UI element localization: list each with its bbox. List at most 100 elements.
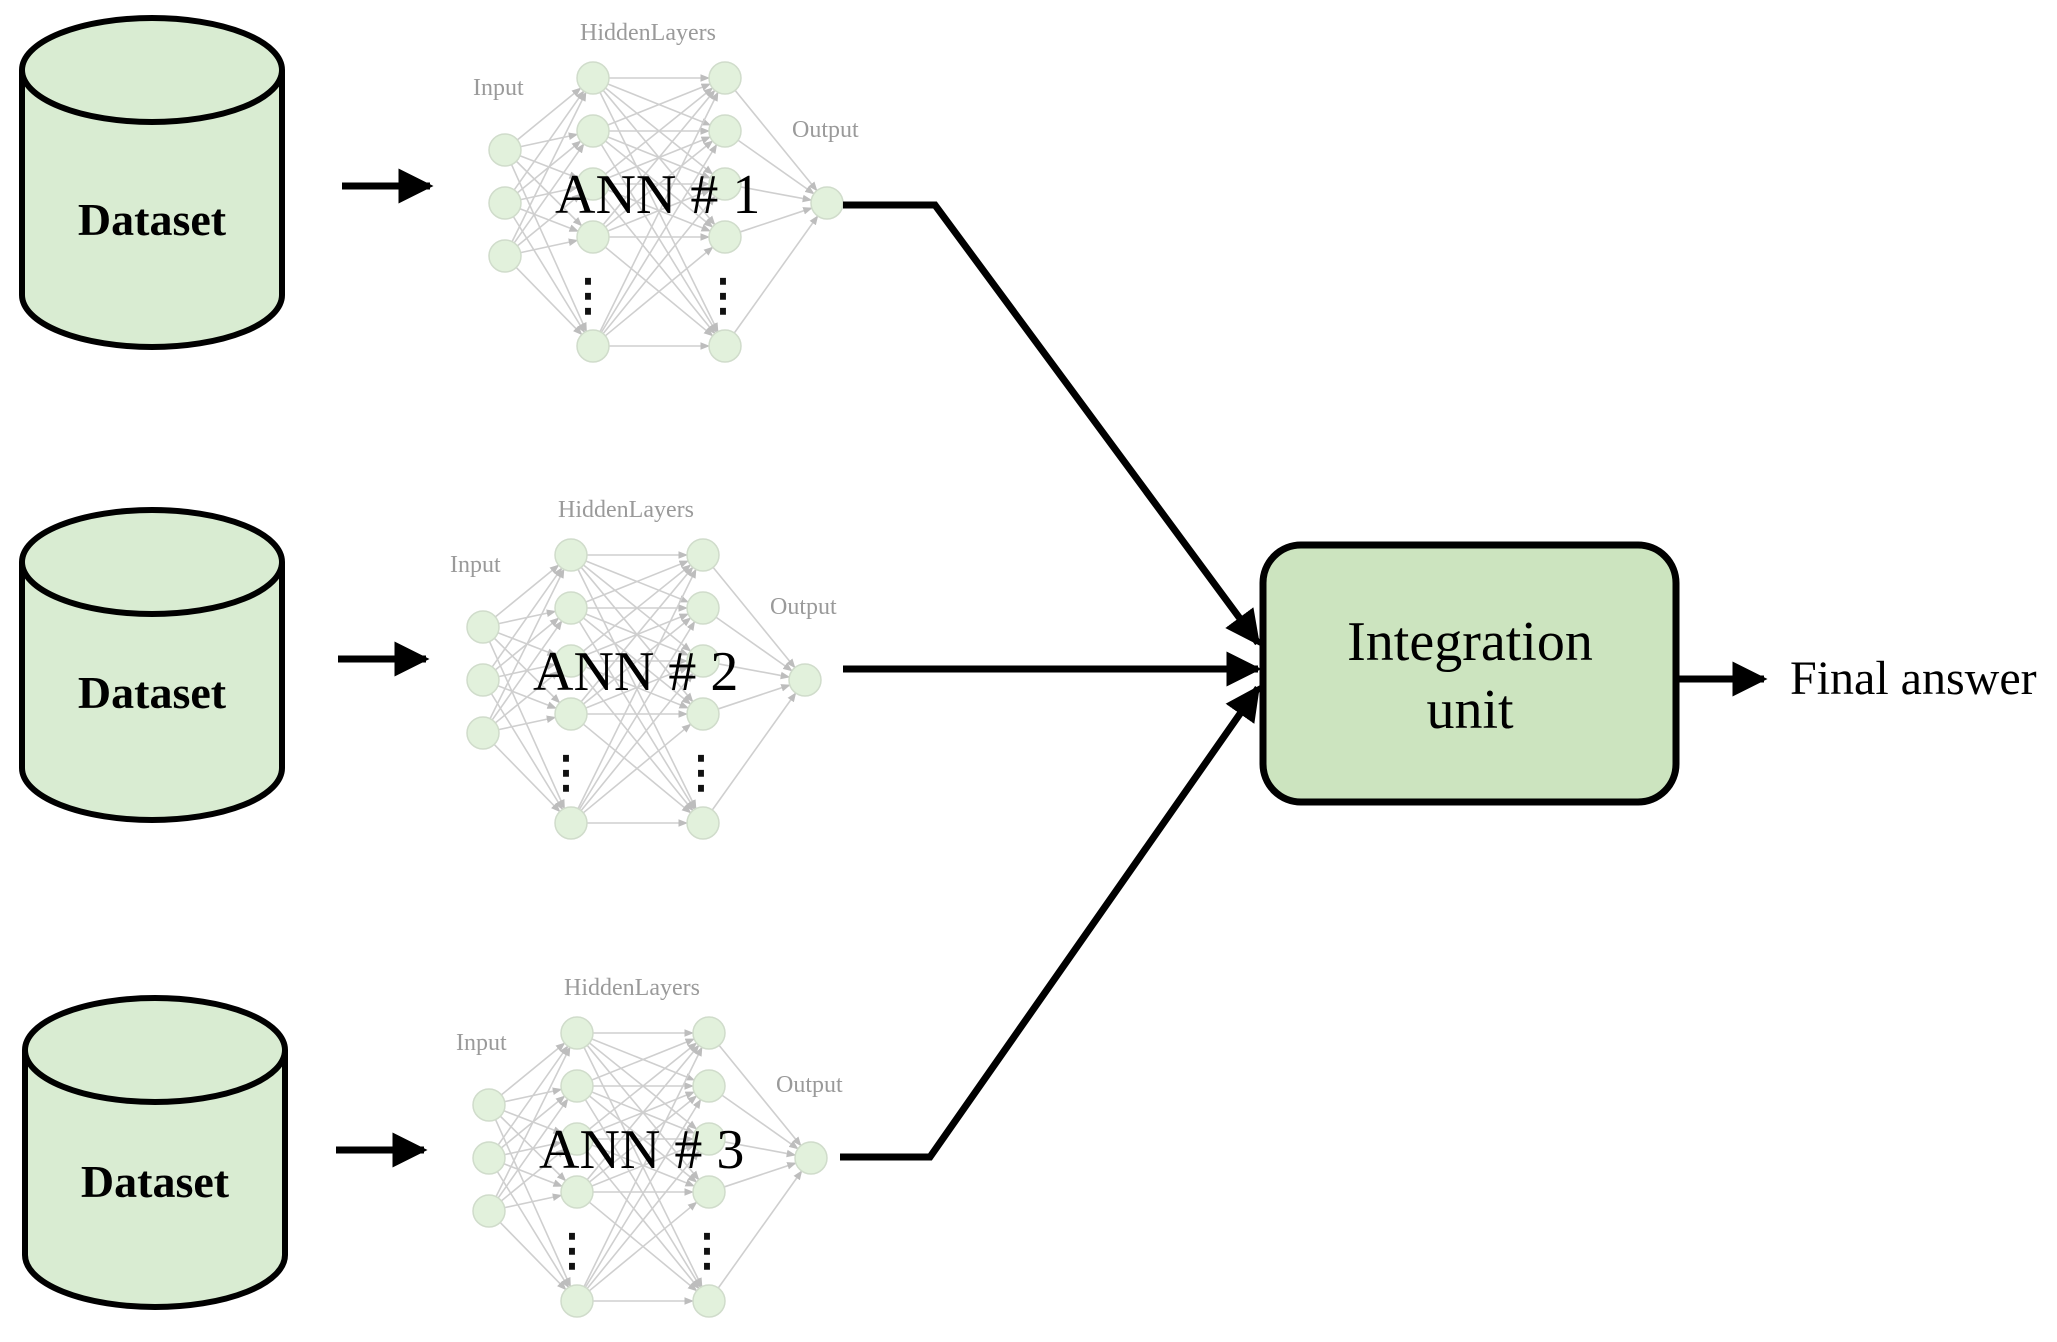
ann2-connection bbox=[715, 616, 793, 672]
ann3-connection bbox=[497, 1045, 569, 1146]
ann2-connection bbox=[494, 564, 560, 618]
ann3-connection bbox=[588, 1201, 698, 1292]
ann2-connection bbox=[493, 743, 561, 813]
ann1-connection bbox=[510, 164, 588, 333]
ann3-connection bbox=[497, 1098, 569, 1199]
ann1-hidden1-node-2 bbox=[576, 114, 610, 148]
dataset-cylinder-2: Dataset bbox=[19, 507, 285, 823]
ann1-connection bbox=[515, 266, 583, 336]
ann3-connection bbox=[499, 1221, 567, 1291]
input-label-2: Input bbox=[450, 552, 501, 578]
ann2-input-node-3 bbox=[466, 716, 500, 750]
ann3-hidden1-node-5 bbox=[560, 1284, 594, 1318]
hidden-ellipsis-2a: ⋮ bbox=[544, 748, 588, 797]
output-label-2: Output bbox=[770, 594, 837, 620]
integration-unit: Integration unit bbox=[1259, 541, 1680, 806]
ann2-connection bbox=[718, 663, 791, 680]
ann3-connection bbox=[500, 1148, 566, 1202]
hidden-layers-label-2: HiddenLayers bbox=[558, 497, 694, 523]
ann3-connection bbox=[721, 1094, 799, 1150]
ann1-hidden2-node-3 bbox=[708, 167, 742, 201]
ann3-connection bbox=[495, 1046, 571, 1198]
ann1-connection bbox=[599, 91, 719, 333]
ann2-hidden1-node-2 bbox=[554, 591, 588, 625]
ann3-hidden2-node-3 bbox=[692, 1122, 726, 1156]
ann1-hidden2-node-4 bbox=[708, 220, 742, 254]
ann3-output-node-1 bbox=[794, 1141, 828, 1175]
ann3-input-node-3 bbox=[472, 1194, 506, 1228]
ann2-hidden1-node-5 bbox=[554, 806, 588, 840]
ann3-connection bbox=[586, 1150, 700, 1290]
ann-title-1: ANN # 1 bbox=[555, 164, 760, 226]
output-label-3: Output bbox=[776, 1072, 843, 1098]
ann2-connection bbox=[580, 566, 694, 703]
ann1-connection bbox=[737, 139, 815, 195]
hidden-ellipsis-1b: ⋮ bbox=[701, 271, 745, 320]
ann2-input-node-2 bbox=[466, 663, 500, 697]
ann2-connection bbox=[711, 692, 797, 811]
ann3-input-node-2 bbox=[472, 1141, 506, 1175]
ann3-connection bbox=[588, 1042, 698, 1130]
ann3-connection bbox=[724, 1141, 797, 1158]
connector-ann1-to-integration bbox=[843, 201, 1261, 646]
ann1-connection bbox=[513, 90, 585, 191]
ann2-connection bbox=[578, 620, 696, 810]
ann2-input-node-1 bbox=[466, 610, 500, 644]
ann2-connection bbox=[489, 568, 565, 720]
ann1-connection bbox=[600, 143, 718, 333]
ann1-connection bbox=[513, 143, 585, 244]
hidden-ellipsis-1a: ⋮ bbox=[566, 271, 610, 320]
dataset-cylinder-3: Dataset bbox=[22, 995, 288, 1310]
ann2-connection bbox=[717, 684, 791, 710]
ann1-connection bbox=[511, 91, 587, 243]
ann-network-2: Input HiddenLayers Output ⋮ ⋮ ANN # 2 bbox=[450, 497, 837, 840]
ann2-connection bbox=[582, 723, 692, 814]
dataset-label-1: Dataset bbox=[78, 194, 227, 245]
ann2-hidden1-node-4 bbox=[554, 697, 588, 731]
ann-title-2: ANN # 2 bbox=[533, 641, 738, 703]
ann2-hidden2-node-3 bbox=[686, 644, 720, 678]
ann1-input-node-2 bbox=[488, 186, 522, 220]
ann1-connection bbox=[734, 89, 818, 192]
ann3-hidden1-node-4 bbox=[560, 1175, 594, 1209]
ann1-connection bbox=[733, 215, 819, 334]
dataset-label-2: Dataset bbox=[78, 667, 227, 718]
hidden-ellipsis-3a: ⋮ bbox=[550, 1226, 594, 1275]
ann1-connection bbox=[607, 83, 712, 126]
ann2-connection bbox=[577, 568, 697, 810]
ann3-hidden1-node-1 bbox=[560, 1016, 594, 1050]
ann2-output-node-1 bbox=[788, 663, 822, 697]
ann1-connection bbox=[520, 238, 579, 254]
hidden-layers-label-3: HiddenLayers bbox=[564, 975, 700, 1001]
ann2-connection bbox=[491, 620, 563, 721]
ann2-hidden2-node-1 bbox=[686, 538, 720, 572]
input-label-1: Input bbox=[473, 75, 524, 101]
ann1-hidden1-node-3 bbox=[576, 167, 610, 201]
ann2-connection bbox=[494, 670, 560, 724]
ann-network-1: Input HiddenLayers Output ⋮ ⋮ ANN # 1 bbox=[473, 20, 859, 363]
ann3-connection bbox=[586, 1044, 700, 1181]
ann2-connection bbox=[580, 672, 694, 812]
ann2-hidden2-node-2 bbox=[686, 591, 720, 625]
ann1-input-node-1 bbox=[488, 133, 522, 167]
ann3-connection bbox=[494, 1119, 572, 1288]
ann3-hidden2-node-5 bbox=[692, 1284, 726, 1318]
ann1-connection bbox=[604, 87, 714, 175]
ann1-hidden2-node-2 bbox=[708, 114, 742, 148]
ann1-hidden1-node-4 bbox=[576, 220, 610, 254]
hidden-ellipsis-3b: ⋮ bbox=[685, 1226, 729, 1275]
ann3-hidden2-node-2 bbox=[692, 1069, 726, 1103]
ann3-hidden1-node-2 bbox=[560, 1069, 594, 1103]
ann1-hidden1-node-1 bbox=[576, 61, 610, 95]
ann3-hidden2-node-1 bbox=[692, 1016, 726, 1050]
ann3-connection bbox=[723, 1162, 797, 1188]
ann1-connection bbox=[602, 195, 716, 335]
ann2-connection bbox=[712, 566, 796, 669]
ann-network-3: Input HiddenLayers Output ⋮ ⋮ ANN # 3 bbox=[456, 975, 843, 1318]
ann1-output-node-1 bbox=[810, 186, 844, 220]
ann1-input-node-3 bbox=[488, 239, 522, 273]
ann2-connection bbox=[582, 617, 692, 705]
ann1-connection bbox=[604, 140, 714, 228]
ann3-connection bbox=[584, 1098, 702, 1288]
